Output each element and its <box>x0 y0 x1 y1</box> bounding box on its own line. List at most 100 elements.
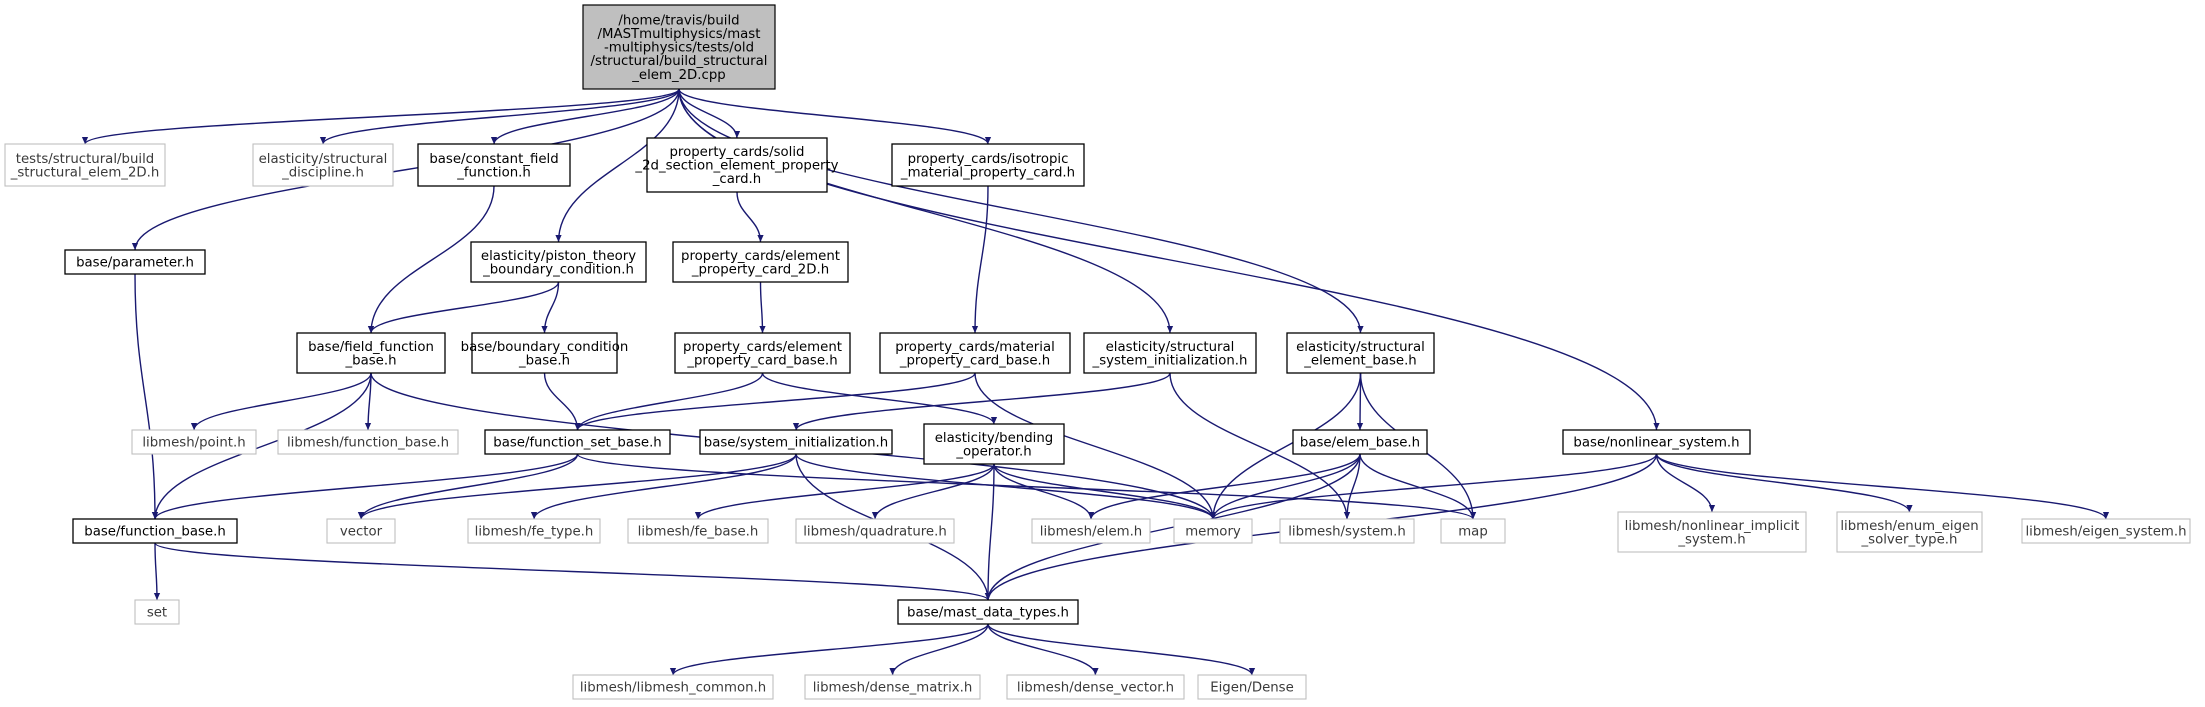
edge-base_sysinit-to-fe_type <box>530 453 797 520</box>
node-box <box>1562 429 1751 455</box>
node-box <box>1031 518 1151 544</box>
edge-root-to-sys_init <box>678 88 1174 334</box>
node-elem-prop-2d[interactable]: property_cards/element_property_card_2D.… <box>672 241 849 283</box>
edge-parameter-to-fn_base <box>134 273 159 520</box>
node-lm-point[interactable]: libmesh/point.h <box>131 429 257 455</box>
node-elem-prop-base[interactable]: property_cards/element_property_card_bas… <box>674 332 851 374</box>
node-box <box>1279 518 1415 544</box>
node-label-line: base/constant_field <box>429 152 558 167</box>
node-mast-types[interactable]: base/mast_data_types.h <box>897 599 1079 625</box>
node-piston[interactable]: elasticity/piston_theory_boundary_condit… <box>470 241 647 283</box>
edge-base_sysinit-to-memory <box>795 453 1217 520</box>
node-fnset[interactable]: base/function_set_base.h <box>484 429 671 455</box>
node-nonlin[interactable]: base/nonlinear_system.h <box>1562 429 1751 455</box>
node-box <box>804 674 981 700</box>
edge-fnset-to-vector <box>357 453 579 520</box>
node-box <box>1083 332 1257 374</box>
node-fe-type[interactable]: libmesh/fe_type.h <box>467 518 601 544</box>
edge-mat_prop_base-to-memory <box>974 372 1217 520</box>
node-label-line: property_cards/element <box>683 340 842 355</box>
node-label-line: memory <box>1185 525 1241 540</box>
edge-root-to-elast_disc <box>319 88 680 145</box>
node-mat-prop-base[interactable]: property_cards/material_property_card_ba… <box>879 332 1071 374</box>
edge-fn_base-to-mast_types <box>154 542 991 601</box>
node-parameter[interactable]: base/parameter.h <box>64 249 206 275</box>
edge-elem_base-to-memory <box>1209 453 1361 520</box>
node-label-line: _system_initialization.h <box>1092 353 1248 368</box>
node-map[interactable]: map <box>1440 518 1506 544</box>
node-label-line: libmesh/eigen_system.h <box>2025 525 2186 540</box>
node-box <box>646 137 828 193</box>
node-bc-base[interactable]: base/boundary_condition_base.h <box>461 332 629 374</box>
node-label-line: base/elem_base.h <box>1300 436 1420 451</box>
node-label-line: elasticity/structural <box>259 152 388 167</box>
node-bending[interactable]: elasticity/bending_operator.h <box>923 423 1065 465</box>
edge-mat_prop_base-to-fnset <box>574 372 976 431</box>
node-label-line: base/boundary_condition <box>461 340 629 355</box>
node-label-line: _material_property_card.h <box>900 165 1075 180</box>
node-label-line: libmesh/fe_base.h <box>638 525 759 540</box>
node-dense-mat[interactable]: libmesh/dense_matrix.h <box>804 674 981 700</box>
edge-mast_types-to-eigen_dense <box>987 623 1256 676</box>
node-box <box>1006 674 1185 700</box>
edge-piston-to-field_fn <box>367 281 560 334</box>
node-solid2d[interactable]: property_cards/solid_2d_section_element_… <box>634 137 839 193</box>
node-enum-eigen[interactable]: libmesh/enum_eigen_solver_type.h <box>1836 511 1983 553</box>
node-elast-disc[interactable]: elasticity/structural_discipline.h <box>252 143 394 187</box>
node-box <box>326 518 396 544</box>
edge-sys_init-to-lm_system <box>1169 372 1351 520</box>
node-label-line: property_cards/material <box>895 340 1055 355</box>
node-box <box>296 332 446 374</box>
node-box <box>582 4 776 90</box>
node-label-line: elasticity/structural <box>1296 340 1425 355</box>
edge-root-to-const_field <box>490 88 680 145</box>
node-label-line: _property_card_base.h <box>899 353 1050 368</box>
edge-sys_init-to-base_sysinit <box>792 372 1171 431</box>
node-base-sysinit[interactable]: base/system_initialization.h <box>699 429 893 455</box>
node-label-line: Eigen/Dense <box>1210 681 1294 696</box>
node-box <box>897 599 1079 625</box>
node-lm-common[interactable]: libmesh/libmesh_common.h <box>572 674 774 700</box>
node-box <box>252 143 394 187</box>
edge-field_fn-to-fn_base <box>151 372 372 520</box>
node-memory[interactable]: memory <box>1173 518 1253 544</box>
node-lm-elem[interactable]: libmesh/elem.h <box>1031 518 1151 544</box>
node-root[interactable]: /home/travis/build/MASTmultiphysics/mast… <box>582 4 776 90</box>
node-lm-system[interactable]: libmesh/system.h <box>1279 518 1415 544</box>
node-label-line: libmesh/system.h <box>1288 525 1406 540</box>
edge-root-to-tests_build <box>81 88 680 145</box>
node-label-line: _property_card_2D.h <box>691 262 829 277</box>
node-label-line: base/function_base.h <box>84 525 226 540</box>
node-label-line: _structural_elem_2D.h <box>10 165 160 180</box>
node-struct-elem[interactable]: elasticity/structural_element_base.h <box>1286 332 1435 374</box>
node-quad[interactable]: libmesh/quadrature.h <box>795 518 955 544</box>
node-fn-base[interactable]: base/function_base.h <box>72 518 238 544</box>
node-box <box>1197 674 1307 700</box>
node-eigen-sys[interactable]: libmesh/eigen_system.h <box>2021 518 2191 544</box>
edge-nonlin-to-nl_implicit <box>1655 453 1716 513</box>
node-dense-vec[interactable]: libmesh/dense_vector.h <box>1006 674 1185 700</box>
node-label-line: _solver_type.h <box>1861 532 1958 547</box>
node-field-fn[interactable]: base/field_function_base.h <box>296 332 446 374</box>
node-label-line: libmesh/nonlinear_implicit <box>1625 519 1800 534</box>
node-box <box>470 241 647 283</box>
node-label-line: _property_card_base.h <box>686 353 837 368</box>
edge-nonlin-to-memory <box>1209 453 1658 520</box>
node-elem-base[interactable]: base/elem_base.h <box>1292 429 1428 455</box>
node-nl-implicit[interactable]: libmesh/nonlinear_implicit_system.h <box>1617 511 1807 553</box>
node-fe-base[interactable]: libmesh/fe_base.h <box>627 518 769 544</box>
node-iso-mat[interactable]: property_cards/isotropic_material_proper… <box>891 143 1085 187</box>
node-label-line: libmesh/enum_eigen <box>1840 519 1978 534</box>
node-const-field[interactable]: base/constant_field_function.h <box>417 143 571 187</box>
edge-nonlin-to-eigen_sys <box>1655 453 2110 520</box>
node-vector[interactable]: vector <box>326 518 396 544</box>
node-eigen-dense[interactable]: Eigen/Dense <box>1197 674 1307 700</box>
node-label-line: set <box>147 606 167 621</box>
node-box <box>4 143 166 187</box>
node-set[interactable]: set <box>134 599 180 625</box>
node-sys-init[interactable]: elasticity/structural_system_initializat… <box>1083 332 1257 374</box>
node-lm-fnbase[interactable]: libmesh/function_base.h <box>277 429 459 455</box>
node-tests-build[interactable]: tests/structural/build_structural_elem_2… <box>4 143 166 187</box>
node-box <box>1173 518 1253 544</box>
node-box <box>923 423 1065 465</box>
